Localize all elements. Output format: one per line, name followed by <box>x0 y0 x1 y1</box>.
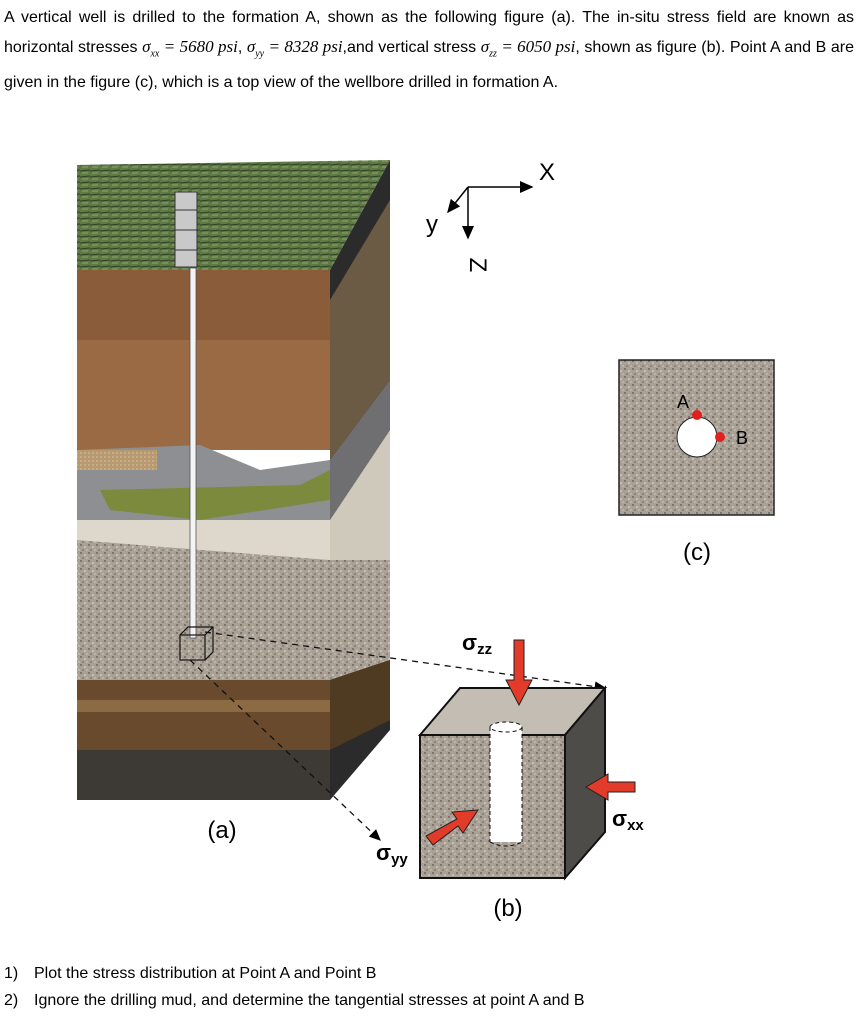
geology-block <box>77 160 607 841</box>
sigma-xx: σxx = 5680 psi <box>142 37 238 60</box>
intro-text-3: , shown as figure (b). Point A and B are… <box>4 39 855 92</box>
question-2: 2) Ignore the drilling mud, and determin… <box>4 987 854 1014</box>
sigma-zz: σzz = 6050 psi <box>480 37 576 60</box>
sigma-yy-arrow <box>425 809 479 846</box>
sigma-yy: σyy = 8328 psi <box>246 37 343 60</box>
question-number: 2) <box>4 992 19 1009</box>
point-a-label: A <box>677 392 689 412</box>
wellbore-cross-section <box>676 416 718 458</box>
wellbore <box>189 267 197 639</box>
projection-line-top <box>204 631 607 692</box>
sigma-zz-arrow <box>505 639 533 707</box>
intro-text-1: A vertical well is drilled to the format… <box>4 9 854 56</box>
caption-b: (b) <box>493 895 522 922</box>
sand-lens <box>77 450 157 470</box>
intro-text-2: ,and vertical stress <box>342 39 477 56</box>
sigma-zz-label: σzz <box>462 630 492 658</box>
y-axis <box>447 186 469 214</box>
problem-statement: A vertical well is drilled to the format… <box>4 3 854 97</box>
point-b-label: B <box>736 428 748 448</box>
caption-a: (a) <box>207 817 236 844</box>
question-text: Plot the stress distribution at Point A … <box>34 965 377 982</box>
question-number: 1) <box>4 965 19 982</box>
separator: , <box>237 39 247 56</box>
stress-cube <box>417 685 608 881</box>
ground-surface <box>77 160 390 270</box>
x-axis-label: X <box>539 159 555 186</box>
point-b-marker <box>715 432 725 442</box>
white-layer <box>77 520 330 560</box>
question-text: Ignore the drilling mud, and determine t… <box>34 992 585 1009</box>
element-cube <box>179 626 214 661</box>
coordinate-axes <box>447 181 534 240</box>
dark-layer <box>77 680 330 750</box>
z-axis-label: Z <box>464 258 491 273</box>
sigma-yy-label: σyy <box>376 840 408 868</box>
top-view <box>618 359 775 516</box>
questions-list: 1) Plot the stress distribution at Point… <box>4 960 854 1014</box>
caption-c: (c) <box>683 539 711 566</box>
sigma-xx-label: σxx <box>612 806 644 834</box>
formation-a <box>77 540 330 680</box>
point-a-marker <box>692 410 702 420</box>
y-axis-label: y <box>426 211 438 238</box>
olive-layer <box>100 470 330 520</box>
sigma-xx-arrow <box>585 773 636 801</box>
question-1: 1) Plot the stress distribution at Point… <box>4 960 854 987</box>
